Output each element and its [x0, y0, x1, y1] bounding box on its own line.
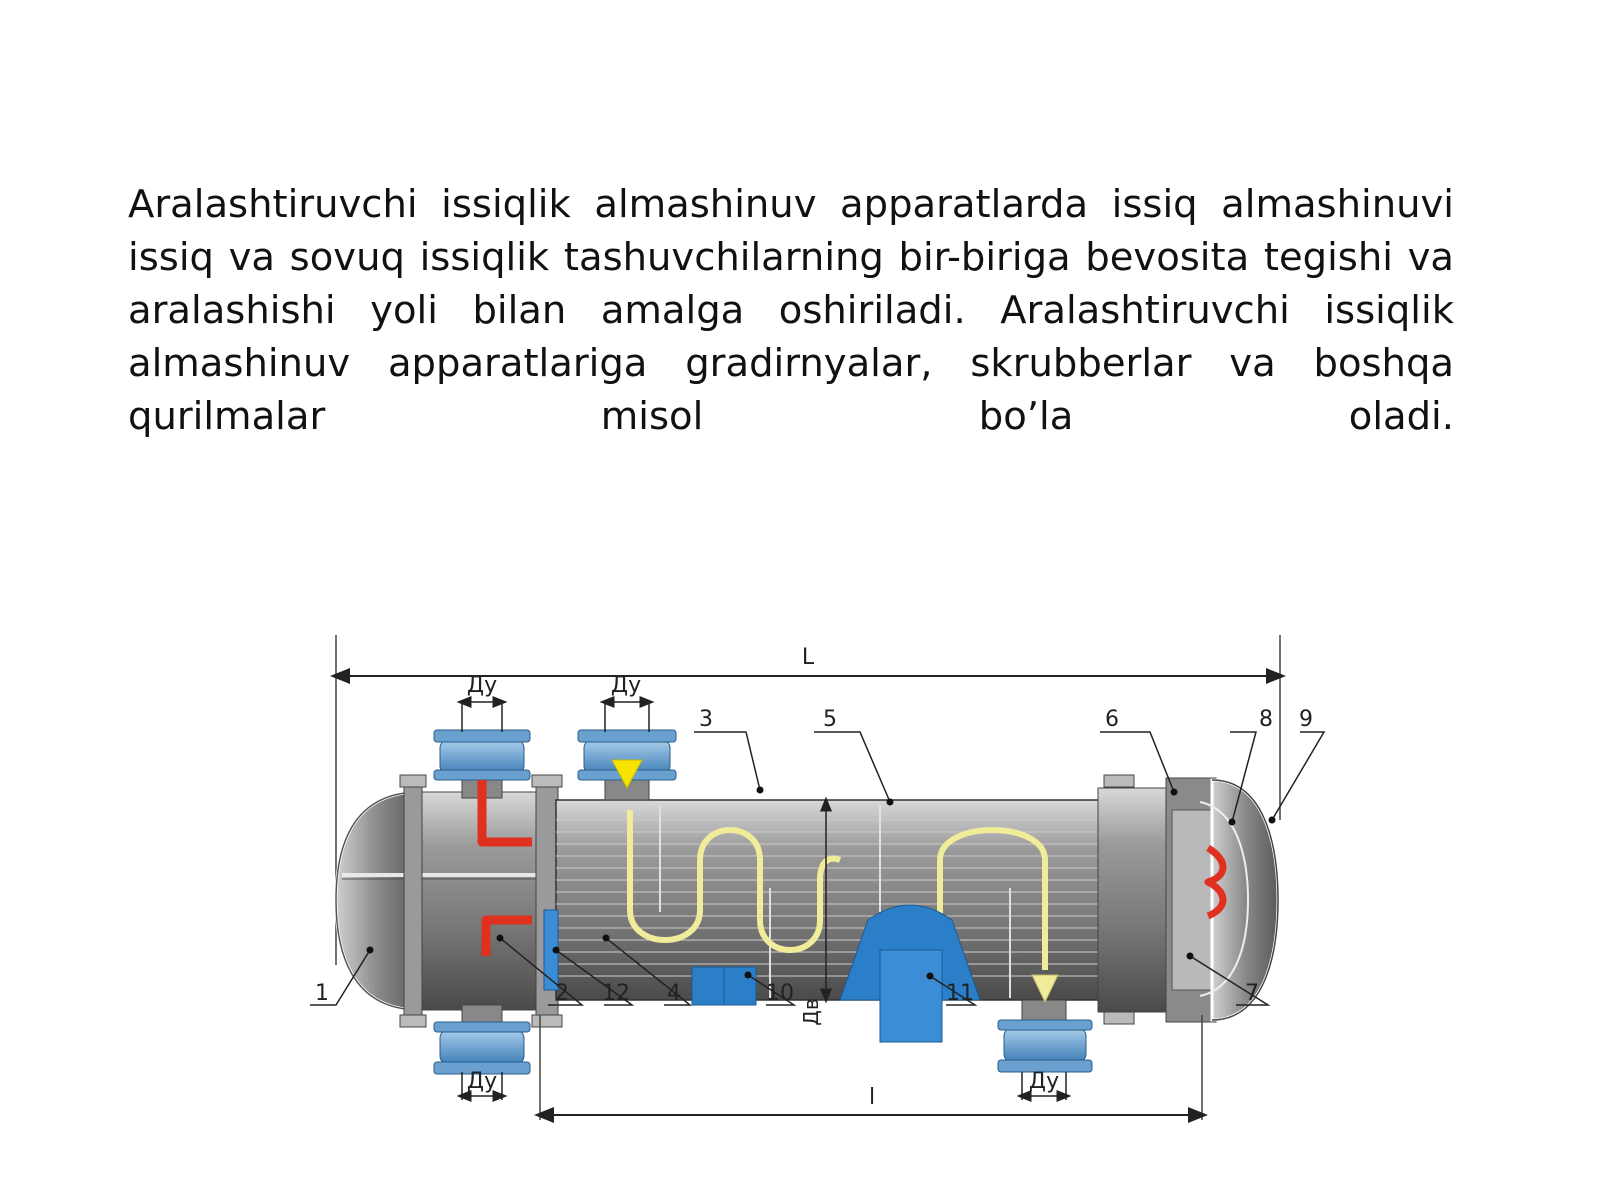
callout-6: 6: [1105, 707, 1119, 732]
callout-9: 9: [1299, 707, 1313, 732]
svg-text:Дв: Дв: [799, 998, 823, 1025]
callout-7: 7: [1245, 981, 1259, 1006]
hot-flow-path: [477, 780, 1227, 956]
dimension-label-L: L: [802, 645, 815, 670]
nozzle-label-bottom-left: Ду: [467, 1069, 497, 1094]
callout-1: 1: [315, 981, 329, 1006]
nozzle-bottom-right: [997, 974, 1093, 1073]
heat-exchanger-diagram: L: [310, 635, 1326, 1123]
nozzle-bottom-left: [433, 1004, 531, 1075]
nozzle-label-top-left: Ду: [467, 673, 497, 698]
support-saddle: [839, 904, 981, 1043]
callout-11: 11: [946, 981, 974, 1006]
nozzle-top-right: [577, 729, 677, 801]
dimension-label-l: l: [869, 1085, 875, 1110]
callout-12: 12: [602, 981, 630, 1006]
callout-10: 10: [766, 981, 794, 1006]
callout-8: 8: [1259, 707, 1273, 732]
callout-4: 4: [667, 981, 681, 1006]
nozzle-dimensions: [456, 696, 1072, 1102]
dimension-shell-diameter: Дв: [799, 796, 832, 1026]
nozzle-label-top-right: Ду: [611, 673, 641, 698]
callout-5: 5: [823, 707, 837, 732]
callout-2: 2: [555, 981, 569, 1006]
inlet-arrow-yellow: [611, 759, 643, 790]
nozzle-label-bottom-right: Ду: [1029, 1069, 1059, 1094]
description-paragraph: Aralashtiruvchi issiqlik almashinuv appa…: [128, 182, 1454, 439]
callout-leaders: [310, 731, 1326, 1006]
dimension-inner-length: l: [534, 1015, 1208, 1123]
callout-dots: [366, 786, 1276, 980]
callout-3: 3: [699, 707, 713, 732]
